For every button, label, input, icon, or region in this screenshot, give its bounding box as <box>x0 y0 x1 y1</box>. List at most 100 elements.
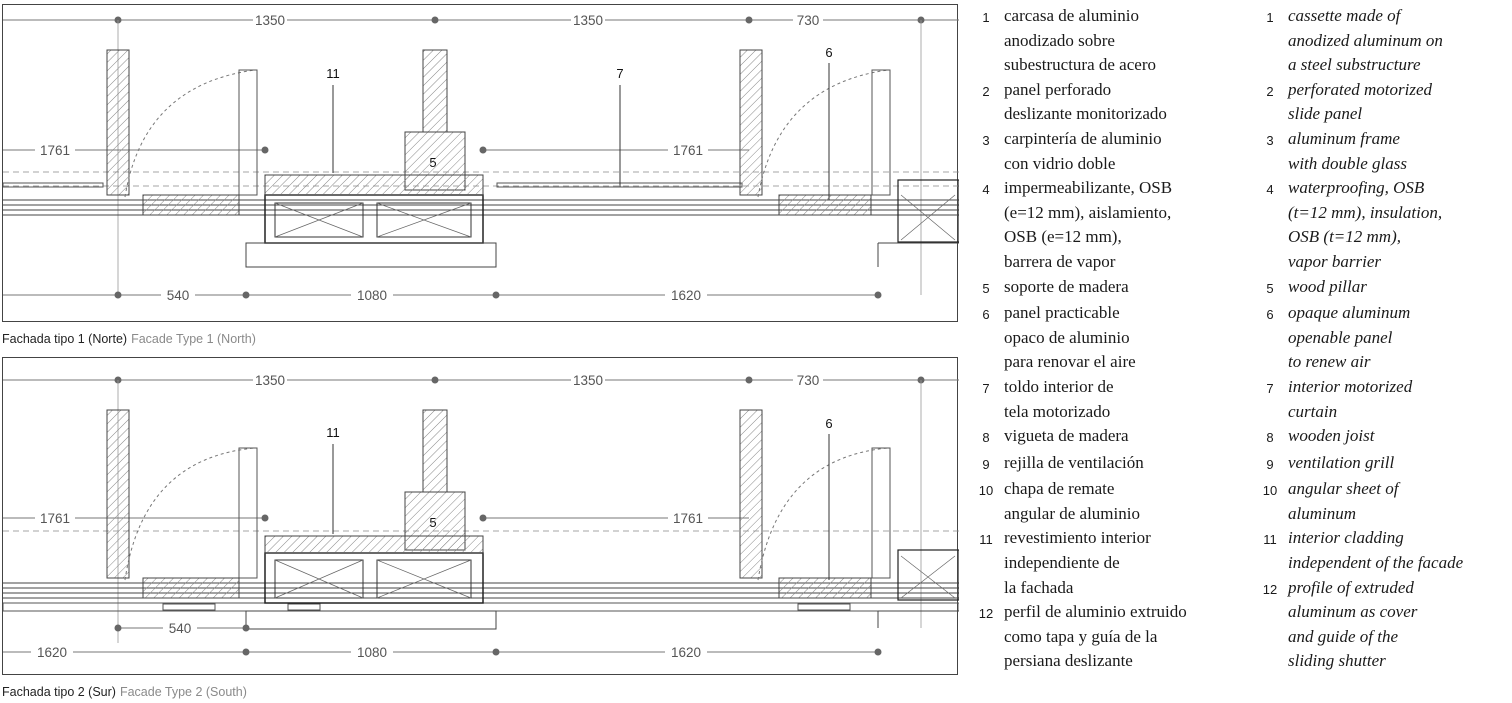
legend-text: waterproofing, OSB (t=12 mm), insulation… <box>1288 178 1443 271</box>
facade-2-svg: 1350 1350 730 1761 1761 5 <box>3 371 959 661</box>
dim-top-1: 1350 <box>255 13 285 28</box>
legend-item: 1 cassette made of anodized aluminum on a… <box>1252 4 1510 78</box>
dim-top-2: 1350 <box>573 13 603 28</box>
dim-bottom-4: 1620 <box>671 645 701 660</box>
legend-number: 10 <box>978 483 994 499</box>
legend-text: rejilla de ventilación <box>1004 452 1144 472</box>
dim-top-3: 730 <box>797 13 820 28</box>
legend-number: 7 <box>1266 380 1274 396</box>
legend-item: 9 ventilation grill <box>1252 451 1510 478</box>
legend-text: angular sheet of aluminum <box>1288 479 1399 523</box>
legend-text: perforated motorized slide panel <box>1288 79 1433 124</box>
facade-type-1-drawing: 1350 1350 730 1761 1761 5 <box>2 4 959 322</box>
legend-number: 12 <box>1262 581 1278 597</box>
legend-number: 5 <box>1266 280 1274 296</box>
legend-text: opaque aluminum openable panel to renew … <box>1288 303 1411 372</box>
legend-item: 7 toldo interior de tela motorizado <box>968 375 1248 424</box>
legend-text: soporte de madera <box>1004 276 1129 296</box>
label-11: 11 <box>326 66 340 81</box>
legend-text: chapa de remate angular de aluminio <box>1004 479 1140 523</box>
legend-number: 10 <box>1262 483 1278 499</box>
legend-text: aluminum frame with double glass <box>1288 128 1408 173</box>
caption-en: Facade Type 2 (South) <box>119 685 247 699</box>
label-6: 6 <box>825 416 832 431</box>
legend-item: 1 carcasa de aluminio anodizado sobre sub… <box>968 4 1248 78</box>
legend-number: 4 <box>982 182 990 198</box>
dim-top-1: 1350 <box>255 373 285 388</box>
caption-es: Fachada tipo 2 (Sur) <box>2 685 116 699</box>
facade-1-svg: 1350 1350 730 1761 1761 5 <box>3 11 959 304</box>
label-7: 7 <box>616 66 623 81</box>
dim-bottom-3: 1080 <box>357 645 387 660</box>
label-5: 5 <box>429 155 436 170</box>
label-5: 5 <box>429 515 436 530</box>
dim-top-2: 1350 <box>573 373 603 388</box>
legend-item: 11 revestimiento interior independiente d… <box>968 526 1248 600</box>
legend-item: 3 carpintería de aluminio con vidrio dobl… <box>968 127 1248 176</box>
legend-item: 4 impermeabilizante, OSB (e=12 mm), aisla… <box>968 176 1248 274</box>
legend-item: 12 profile of extruded aluminum as cover … <box>1252 576 1510 674</box>
legend-number: 5 <box>982 280 990 296</box>
legend-text: interior motorized curtain <box>1288 376 1413 421</box>
legend-item: 5 soporte de madera <box>968 275 1248 302</box>
dim-bottom-2: 1080 <box>357 288 387 303</box>
legend-text: profile of extruded aluminum as cover an… <box>1288 577 1418 671</box>
legend-text: toldo interior de tela motorizado <box>1004 376 1114 421</box>
dim-bottom-1: 540 <box>167 288 190 303</box>
legend-number: 11 <box>1263 532 1277 548</box>
legend-number: 3 <box>1266 132 1274 148</box>
dim-bottom-1: 540 <box>169 621 192 636</box>
facade-type-2-drawing: 1350 1350 730 1761 1761 5 <box>2 357 959 675</box>
legend-text: carcasa de aluminio anodizado sobre sube… <box>1004 6 1156 75</box>
legend-item: 8 vigueta de madera <box>968 424 1248 451</box>
legend-number: 3 <box>982 132 990 148</box>
legend-text: revestimiento interior independiente de … <box>1004 528 1151 597</box>
legend-number: 8 <box>1266 430 1274 446</box>
legend-number: 11 <box>979 532 993 548</box>
facade-type-1-caption: Fachada tipo 1 (Norte)Facade Type 1 (Nor… <box>2 332 256 346</box>
legend-text: perfil de aluminio extruido como tapa y … <box>1004 602 1187 671</box>
dim-mid-1: 1761 <box>40 511 70 526</box>
legend-text: interior cladding independent of the fac… <box>1288 528 1464 573</box>
legend-number: 4 <box>1266 182 1274 198</box>
legend-item: 9 rejilla de ventilación <box>968 451 1248 478</box>
label-6: 6 <box>825 45 832 60</box>
facade-type-2-caption: Fachada tipo 2 (Sur)Facade Type 2 (South… <box>2 685 247 699</box>
caption-en: Facade Type 1 (North) <box>131 332 256 346</box>
legend-number: 1 <box>982 10 990 25</box>
legend-number: 7 <box>982 380 990 396</box>
legend-item: 10 chapa de remate angular de aluminio <box>968 477 1248 526</box>
legend-item: 4 waterproofing, OSB (t=12 mm), insulatio… <box>1252 176 1510 274</box>
legend-number: 2 <box>982 83 990 99</box>
legend-number: 2 <box>1266 83 1274 99</box>
legend-text: wood pillar <box>1288 276 1367 296</box>
legend-number: 8 <box>982 430 990 446</box>
legend-text: panel practicable opaco de aluminio para… <box>1004 303 1136 372</box>
legend-item: 11 interior cladding independent of the f… <box>1252 526 1510 575</box>
legend-text: carpintería de aluminio con vidrio doble <box>1004 128 1162 173</box>
legend-text: cassette made of anodized aluminum on a … <box>1288 6 1443 75</box>
legend-english: 1 cassette made of anodized aluminum on a… <box>1252 4 1510 674</box>
legend-text: impermeabilizante, OSB (e=12 mm), aislam… <box>1004 178 1173 271</box>
legend-item: 2 panel perforado deslizante monitorizado <box>968 78 1248 127</box>
legend-spanish: 1 carcasa de aluminio anodizado sobre sub… <box>968 4 1248 674</box>
legend-item: 2 perforated motorized slide panel <box>1252 78 1510 127</box>
legend-number: 1 <box>1266 10 1274 25</box>
legend-text: ventilation grill <box>1288 452 1395 472</box>
label-11: 11 <box>326 425 340 440</box>
legend-number: 9 <box>982 456 990 472</box>
legend-item: 5 wood pillar <box>1252 275 1510 302</box>
dim-mid-1: 1761 <box>40 143 70 158</box>
legend-item: 3 aluminum frame with double glass <box>1252 127 1510 176</box>
dim-bottom-2: 1620 <box>37 645 67 660</box>
legend-text: panel perforado deslizante monitorizado <box>1004 79 1167 124</box>
legend-item: 10 angular sheet of aluminum <box>1252 477 1510 526</box>
legend-number: 9 <box>1266 456 1274 472</box>
caption-es: Fachada tipo 1 (Norte) <box>2 332 128 346</box>
legend-item: 7 interior motorized curtain <box>1252 375 1510 424</box>
legend-text: vigueta de madera <box>1004 426 1129 446</box>
